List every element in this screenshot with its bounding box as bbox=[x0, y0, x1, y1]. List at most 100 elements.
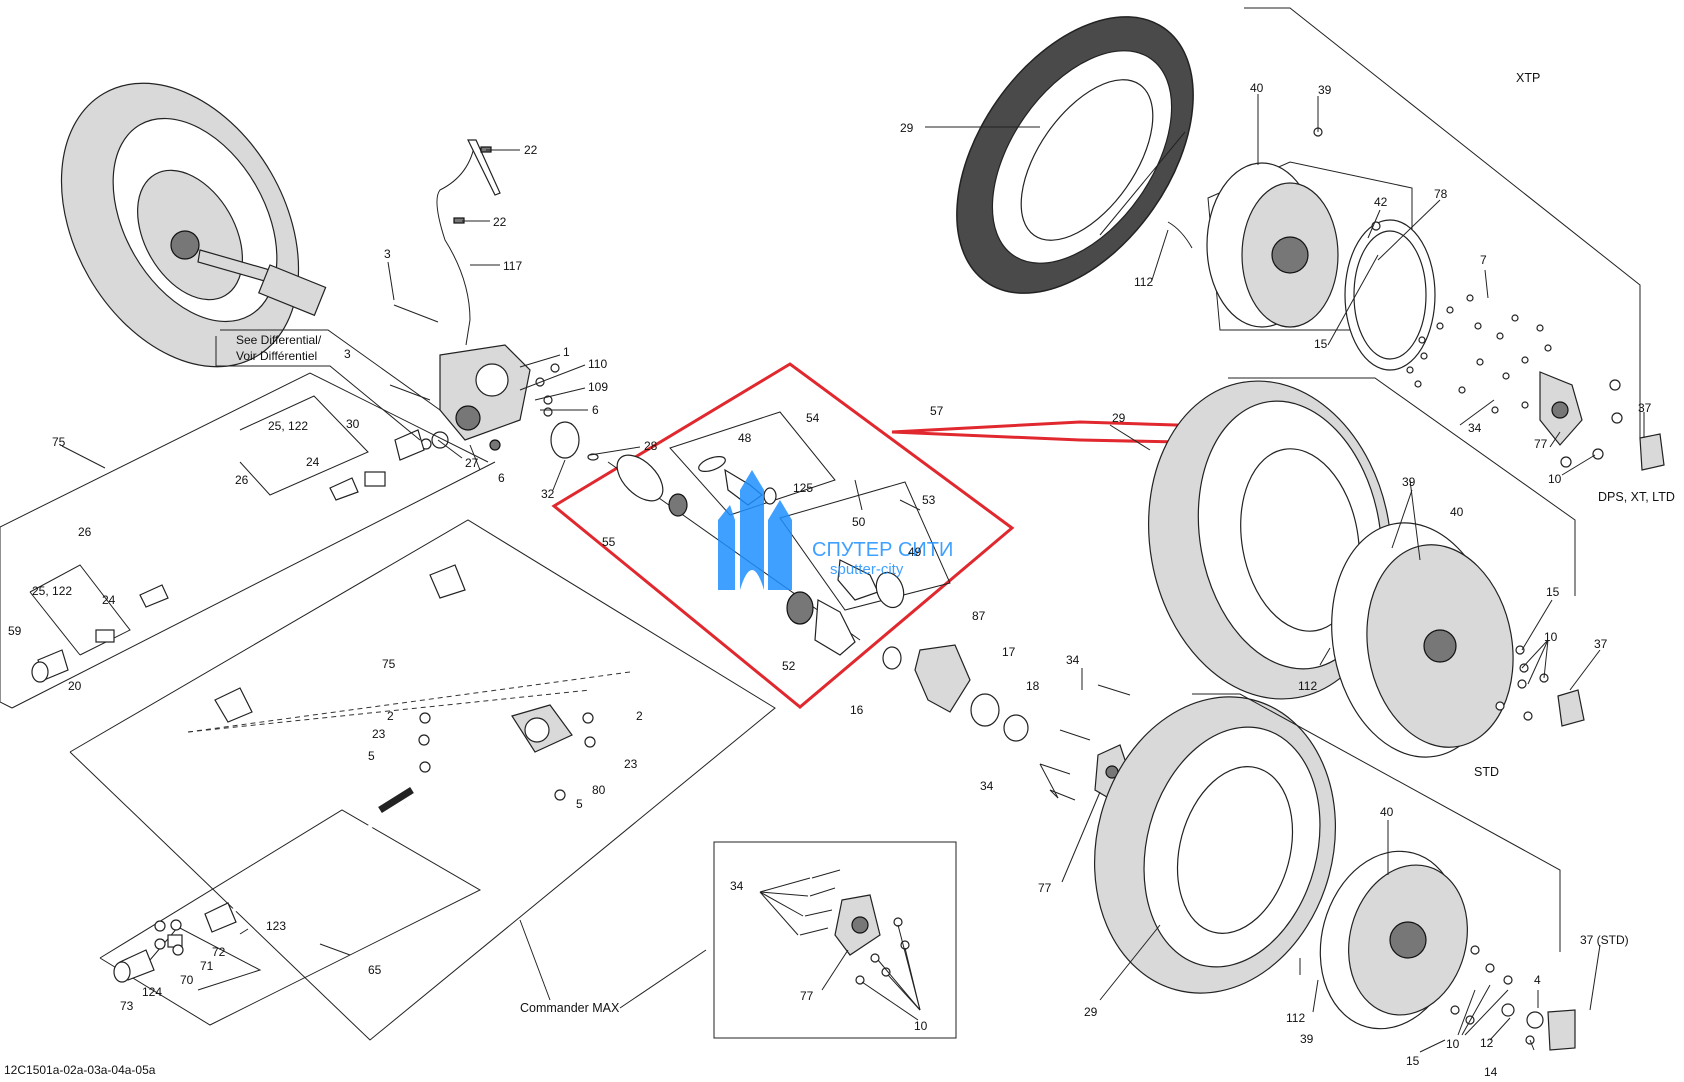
reference-code: 12C1501a-02a-03a-04a-05a bbox=[4, 1063, 156, 1077]
label-55: 55 bbox=[602, 535, 616, 549]
xtp-lug-studs bbox=[1406, 294, 1623, 468]
label-40: 40 bbox=[1380, 805, 1394, 819]
label-16: 16 bbox=[850, 703, 864, 717]
label-110: 110 bbox=[588, 357, 607, 371]
label-34: 34 bbox=[1468, 421, 1482, 435]
label-5: 5 bbox=[368, 749, 375, 763]
label-14: 14 bbox=[1484, 1065, 1498, 1079]
label-80: 80 bbox=[592, 783, 606, 797]
left-wheel-assembly bbox=[60, 82, 327, 368]
label-17: 17 bbox=[1002, 645, 1016, 659]
label-26: 26 bbox=[235, 473, 249, 487]
label-34: 34 bbox=[980, 779, 994, 793]
section-std: STD bbox=[1474, 765, 1499, 779]
label-37-std: 37 (STD) bbox=[1580, 933, 1629, 947]
label-24: 24 bbox=[306, 455, 320, 469]
label-65: 65 bbox=[368, 963, 382, 977]
note-voir-differentiel: Voir Différentiel bbox=[236, 349, 317, 363]
label-4: 4 bbox=[1534, 973, 1541, 987]
label-40: 40 bbox=[1450, 505, 1464, 519]
label-6: 6 bbox=[498, 471, 505, 485]
label-112: 112 bbox=[1134, 275, 1153, 289]
label-42: 42 bbox=[1374, 195, 1388, 209]
label-37: 37 bbox=[1638, 401, 1652, 415]
label-30: 30 bbox=[346, 417, 360, 431]
label-40: 40 bbox=[1250, 81, 1264, 95]
label-77: 77 bbox=[800, 989, 814, 1003]
label-22: 22 bbox=[493, 215, 507, 229]
label-70: 70 bbox=[180, 973, 194, 987]
label-53: 53 bbox=[922, 493, 936, 507]
label-32: 32 bbox=[541, 487, 555, 501]
label-57: 57 bbox=[930, 404, 944, 418]
label-10: 10 bbox=[914, 1019, 928, 1033]
label-leader-lines bbox=[61, 94, 1645, 1053]
label-15: 15 bbox=[1314, 337, 1328, 351]
label-59: 59 bbox=[8, 624, 22, 638]
label-1: 1 bbox=[563, 345, 570, 359]
section-leader-lines bbox=[215, 7, 1641, 952]
label-87: 87 bbox=[972, 609, 986, 623]
label-6: 6 bbox=[592, 403, 599, 417]
label-25-122: 25, 122 bbox=[268, 419, 308, 433]
label-2: 2 bbox=[387, 709, 394, 723]
label-5: 5 bbox=[576, 797, 583, 811]
label-123: 123 bbox=[266, 919, 286, 933]
label-39: 39 bbox=[1402, 475, 1416, 489]
label-15: 15 bbox=[1406, 1054, 1420, 1068]
label-75: 75 bbox=[52, 435, 66, 449]
label-15: 15 bbox=[1546, 585, 1560, 599]
label-112: 112 bbox=[1286, 1011, 1305, 1025]
watermark-title: СПУТЕР СИТИ bbox=[812, 539, 953, 561]
label-52: 52 bbox=[782, 659, 796, 673]
commander-max-hub-box bbox=[713, 841, 957, 1039]
commander-max-box bbox=[69, 519, 776, 1041]
label-117: 117 bbox=[503, 259, 522, 273]
label-77: 77 bbox=[1534, 437, 1548, 451]
label-29: 29 bbox=[1112, 411, 1126, 425]
label-39: 39 bbox=[1318, 83, 1332, 97]
watermark: СПУТЕР СИТИ sputter-city bbox=[718, 470, 953, 590]
label-49: 49 bbox=[908, 545, 922, 559]
label-24: 24 bbox=[102, 593, 116, 607]
sensor-cable bbox=[436, 139, 501, 346]
front-propshaft-box bbox=[0, 372, 496, 709]
label-50: 50 bbox=[852, 515, 866, 529]
label-25-122: 25, 122 bbox=[32, 584, 72, 598]
section-dps-xt-ltd: DPS, XT, LTD bbox=[1598, 490, 1675, 504]
label-75: 75 bbox=[382, 657, 396, 671]
label-112: 112 bbox=[1298, 679, 1317, 693]
label-2: 2 bbox=[636, 709, 643, 723]
label-39: 39 bbox=[1300, 1032, 1314, 1046]
label-18: 18 bbox=[1026, 679, 1040, 693]
label-23: 23 bbox=[624, 757, 638, 771]
part-number-labels: 22 22 117 3 3 1 110 109 6 6 27 30 25, 12… bbox=[8, 81, 1652, 1079]
label-27: 27 bbox=[465, 456, 479, 470]
label-77: 77 bbox=[1038, 881, 1052, 895]
label-22: 22 bbox=[524, 143, 538, 157]
label-34: 34 bbox=[730, 879, 744, 893]
label-10: 10 bbox=[1544, 630, 1558, 644]
label-29: 29 bbox=[900, 121, 914, 135]
label-20: 20 bbox=[68, 679, 82, 693]
watermark-subtitle: sputter-city bbox=[830, 561, 904, 578]
label-29: 29 bbox=[1084, 1005, 1098, 1019]
section-titles: XTP DPS, XT, LTD STD Commander MAX bbox=[520, 71, 1675, 1015]
label-37: 37 bbox=[1594, 637, 1608, 651]
xtp-rim-box bbox=[1206, 127, 1665, 471]
label-28: 28 bbox=[644, 439, 658, 453]
label-73: 73 bbox=[120, 999, 134, 1013]
label-48: 48 bbox=[738, 431, 752, 445]
xtp-tire bbox=[956, 16, 1194, 294]
label-3: 3 bbox=[384, 247, 391, 261]
note-see-differential: See Differential/ bbox=[236, 333, 322, 347]
rear-differential bbox=[389, 304, 580, 459]
section-xtp: XTP bbox=[1516, 71, 1540, 85]
label-3: 3 bbox=[344, 347, 351, 361]
label-125: 125 bbox=[793, 481, 813, 495]
label-54: 54 bbox=[806, 411, 820, 425]
label-124: 124 bbox=[142, 985, 162, 999]
label-10: 10 bbox=[1548, 472, 1562, 486]
section-commander-max: Commander MAX bbox=[520, 1001, 620, 1015]
